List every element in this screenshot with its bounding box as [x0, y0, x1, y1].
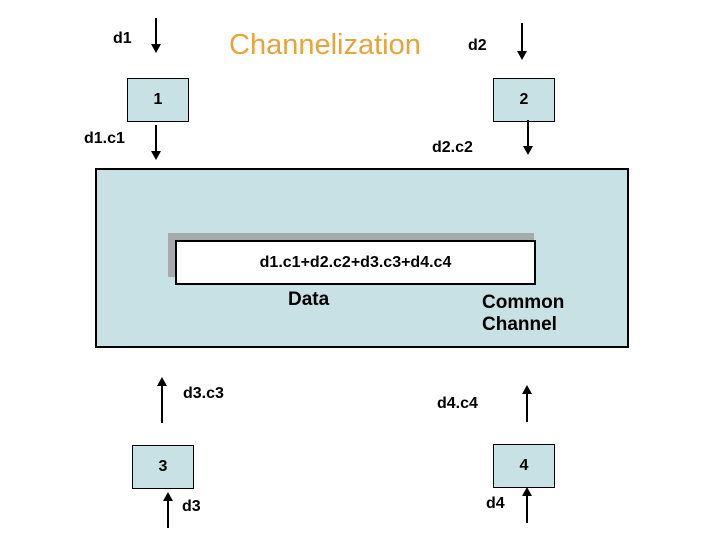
d1c1-stream-label: d1.c1	[84, 130, 125, 147]
d1c1-down-arrow-icon	[151, 125, 161, 160]
d3c3-stream-label: d3.c3	[183, 385, 224, 402]
d4c4-up-arrow-icon	[522, 385, 532, 422]
d3-up-arrow-icon	[163, 492, 173, 528]
encoder-node-2: 2	[493, 78, 555, 122]
d1-input-label: d1	[113, 30, 132, 47]
common-channel-caption: Common Channel	[482, 292, 565, 335]
d3c3-up-arrow-icon	[157, 377, 167, 423]
d4c4-stream-label: d4.c4	[437, 395, 478, 412]
d2c2-stream-label: d2.c2	[432, 139, 473, 156]
d4-up-arrow-icon	[522, 487, 532, 523]
encoder-node-4: 4	[493, 444, 555, 488]
slide-title: Channelization	[229, 29, 421, 61]
encoder-node-3: 3	[132, 445, 194, 489]
sum-signal-label: d1.c1+d2.c2+d3.c3+d4.c4	[259, 253, 452, 271]
d2c2-down-arrow-icon	[523, 120, 533, 155]
d1-down-arrow-icon	[151, 18, 161, 53]
data-caption: Data	[288, 289, 330, 310]
d3-input-label: d3	[182, 498, 201, 515]
d2-down-arrow-icon	[517, 23, 527, 60]
d2-input-label: d2	[468, 37, 487, 54]
d4-input-label: d4	[486, 495, 505, 512]
encoder-node-1: 1	[127, 78, 189, 122]
sum-signal-box: d1.c1+d2.c2+d3.c3+d4.c4	[175, 240, 536, 285]
